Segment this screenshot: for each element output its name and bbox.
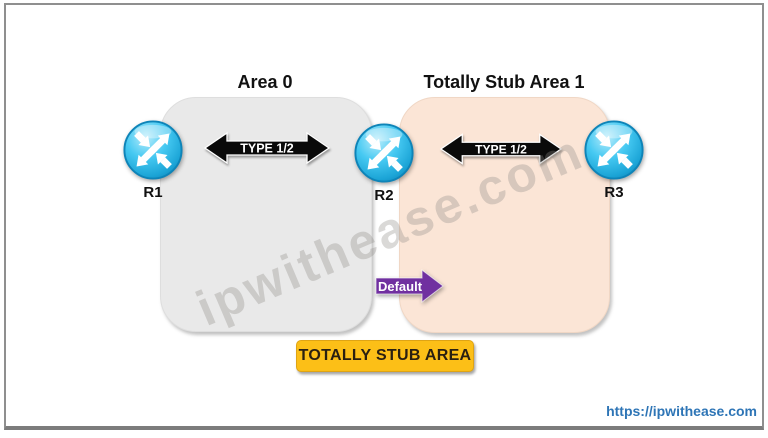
area0-title: Area 0 [237,72,293,92]
router-r1-label: R1 [143,184,163,201]
default-route-label: Default [378,279,423,294]
router-icon [354,123,414,183]
totally-stub-area-banner: TOTALLY STUB AREA [296,340,474,372]
link-arrow-r2-r3: TYPE 1/2 [438,132,564,166]
router-r2-label: R2 [374,187,394,204]
default-route-arrow: Default [375,267,445,305]
link-arrow-r1-r2: TYPE 1/2 [202,131,332,165]
link-arrow-label: TYPE 1/2 [475,142,527,156]
website-url: https://ipwithease.com [606,403,757,419]
router-icon [584,120,644,180]
area0-region [160,97,372,332]
router-r3-label: R3 [604,184,624,201]
totally-stub-area1-region [399,97,610,333]
router-r2 [353,122,415,184]
router-r3 [583,119,645,181]
router-r1 [122,119,184,181]
totally-stub-area1-title: Totally Stub Area 1 [423,72,585,92]
link-arrow-label: TYPE 1/2 [240,142,294,156]
router-icon [123,120,183,180]
